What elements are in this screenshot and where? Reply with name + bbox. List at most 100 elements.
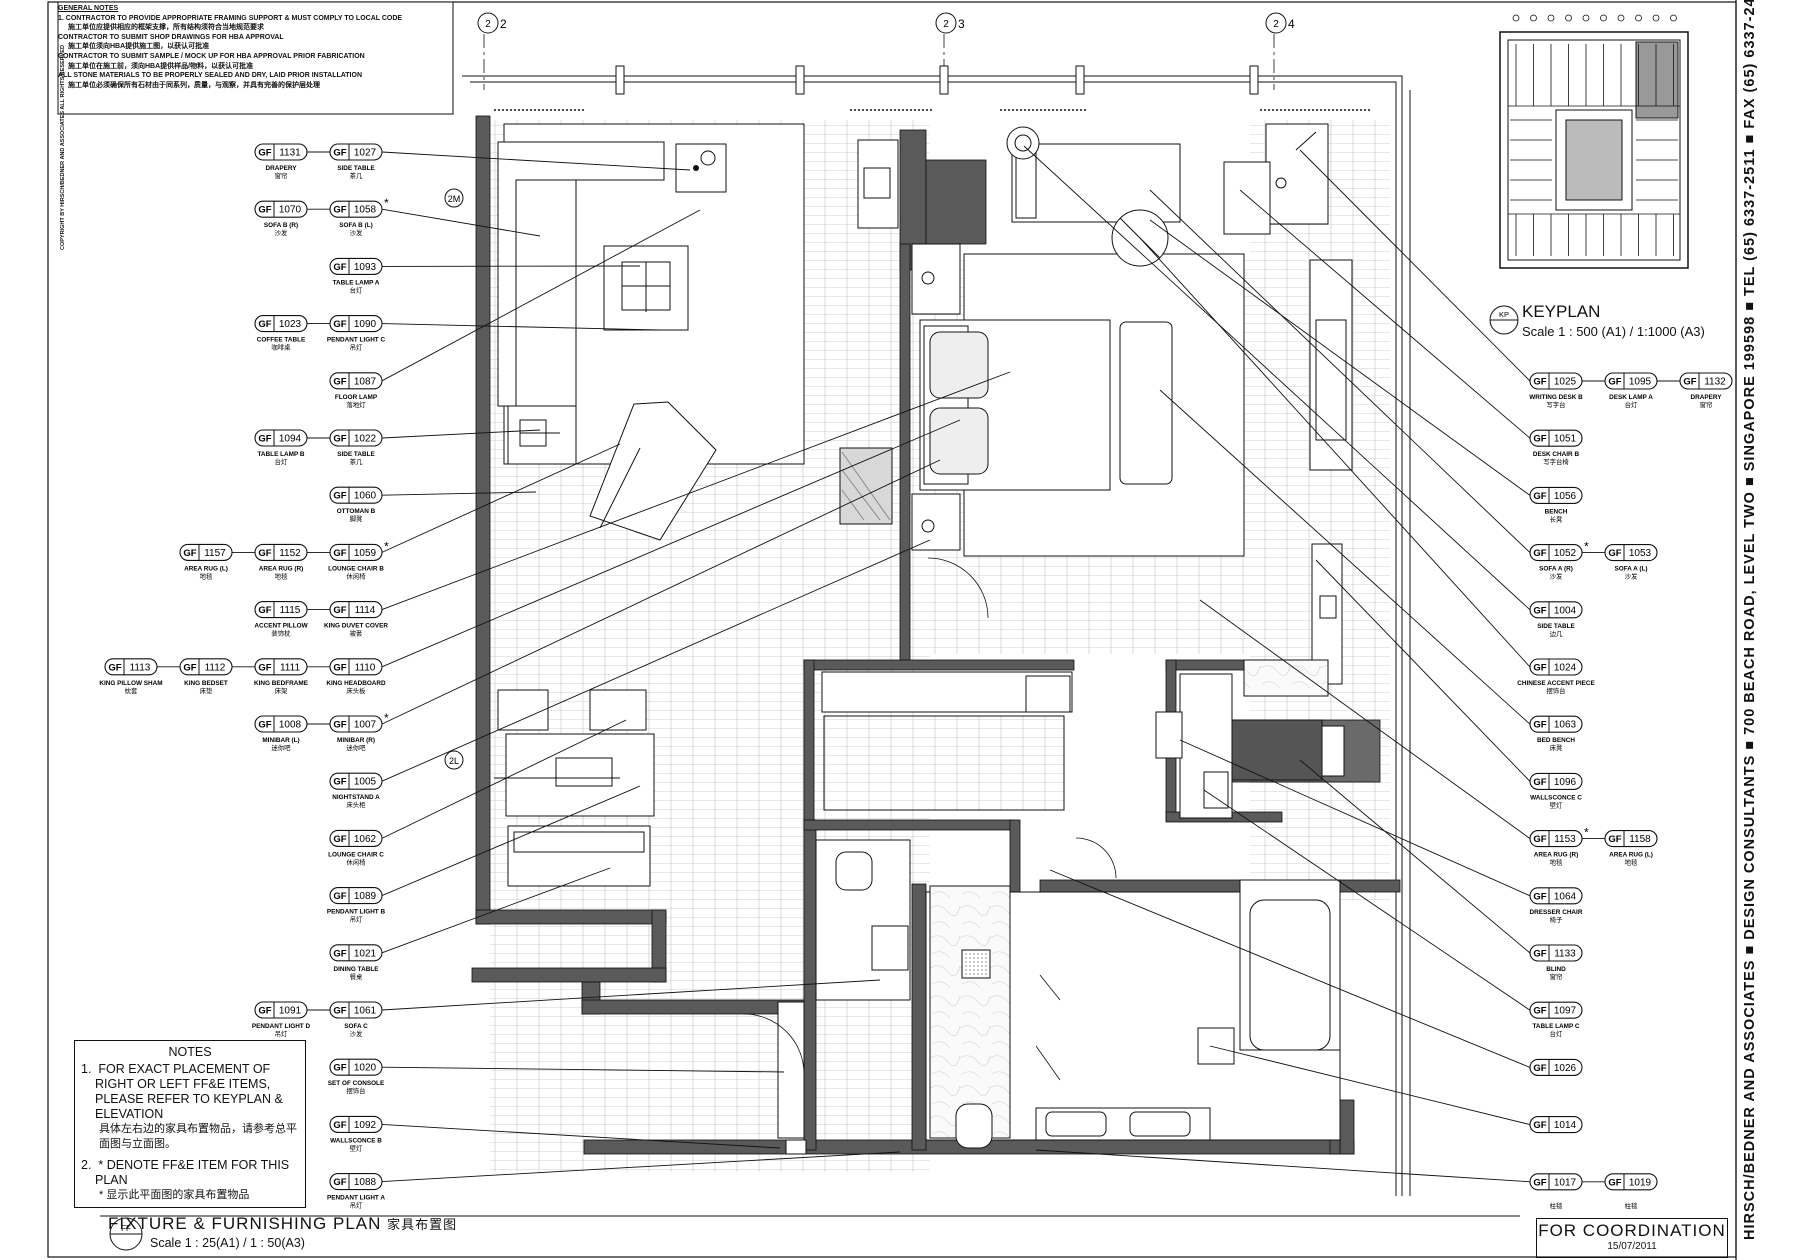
tag-gf-1051-label-zh: 写字台椅 (1543, 457, 1569, 466)
notes-title: NOTES (168, 1045, 212, 1059)
tag-gf-1027-label: SIDE TABLE (337, 165, 375, 172)
tag-gf-1004-label-zh: 边几 (1550, 630, 1563, 638)
tag-gf-1059-label-zh: 休闲椅 (346, 571, 366, 580)
desk-lamp (1275, 177, 1287, 189)
tag-gf-1024-label: CHINESE ACCENT PIECE (1517, 680, 1595, 687)
tag-gf-1005-label-zh: 床头柜 (346, 800, 366, 809)
tag-gf-1060-code: GF (333, 491, 346, 502)
tag-gf-1019-number: 1019 (1629, 1177, 1652, 1188)
tag-gf-1021-label: DINING TABLE (334, 966, 380, 973)
tag-gf-1153-label-zh: 地毯 (1550, 858, 1563, 867)
tag-gf-1153-label: AREA RUG (R) (1534, 852, 1579, 859)
grid-label-3: 3 (958, 17, 965, 31)
nightstands (911, 243, 961, 551)
tag-gf-1088-code: GF (333, 1177, 346, 1188)
guest-bath (815, 839, 993, 1149)
tag-gf-1056-label-zh: 长凳 (1550, 514, 1563, 523)
tag-gf-1112-label-zh: 床垫 (200, 686, 213, 695)
general-note-line: CONTRACTOR TO SUBMIT SHOP DRAWINGS FOR H… (58, 33, 284, 41)
tag-gf-1114-label: KING DUVET COVER (324, 623, 388, 630)
closet (821, 671, 1073, 811)
tag-gf-1056-label: BENCH (1545, 508, 1568, 515)
notes-item-1-zh: 具体左右边的家具布置物品，请参考总平面图与立面图。 (99, 1123, 297, 1150)
tag-gf-1020-number: 1020 (354, 1063, 377, 1074)
mullions (615, 65, 1259, 95)
grid-bubble-4 (1265, 12, 1287, 34)
tag-gf-1060-label-zh: 脚凳 (350, 514, 363, 523)
tag-gf-1064-label-zh: 椅子 (1550, 915, 1563, 924)
facade-outline (462, 75, 1411, 1196)
notes-item-2-text: * DENOTE FF&E ITEM FOR THIS PLAN (95, 1158, 290, 1187)
tag-gf-1110-number: 1110 (355, 662, 376, 673)
grid-bubble-3 (935, 12, 957, 34)
tag-gf-1096-number: 1096 (1554, 777, 1577, 788)
notes-item-2-zh: * 显示此平面图的家具布置物品 (99, 1189, 250, 1201)
tag-gf-1153-number: 1153 (1554, 834, 1576, 845)
grid-bubble-2 (477, 12, 499, 34)
tag-gf-1051-code: GF (1533, 434, 1546, 445)
tag-gf-1014-code: GF (1533, 1120, 1546, 1131)
tag-gf-1092-label-zh: 壁灯 (350, 1143, 363, 1152)
marble-panel (1243, 659, 1329, 697)
notes-item-1-number: 1. (81, 1062, 92, 1076)
keyplan-title: KEYPLAN (1522, 302, 1601, 321)
general-note-line: CONTRACTOR TO SUBMIT SAMPLE / MOCK UP FO… (58, 52, 365, 60)
tag-gf-1096-label: WALLSCONCE C (1530, 794, 1582, 801)
tag-gf-1027-number: 1027 (354, 148, 377, 159)
tag-gf-1058-code: GF (333, 205, 346, 216)
dresser (1155, 673, 1233, 819)
tag-gf-1022-label-zh: 茶几 (350, 457, 363, 466)
tag-gf-1113-label: KING PILLOW SHAM (99, 680, 162, 687)
tag-gf-1113-label-zh: 枕套 (125, 686, 138, 695)
general-note-line: 施工单位须向HBA提供施工图，以获认可批准 (68, 43, 210, 51)
tag-gf-1008-number: 1008 (279, 720, 302, 731)
tag-gf-1052-number: 1052 (1554, 548, 1577, 559)
keyplan-scale: Scale 1 : 500 (A1) / 1:1000 (A3) (1522, 324, 1705, 339)
ffe-star-marker: * (1584, 540, 1589, 554)
tag-gf-1158-number: 1158 (1629, 834, 1651, 845)
dining-table (494, 733, 655, 817)
tag-gf-1091-code: GF (258, 1006, 271, 1017)
tag-gf-1115-label-zh: 装饰枕 (271, 629, 291, 638)
king-bed (919, 319, 1111, 491)
tag-gf-1157-label: AREA RUG (L) (184, 565, 228, 572)
side-table-1004 (1006, 126, 1040, 160)
tag-gf-1053-label-zh: 沙发 (1625, 572, 1638, 581)
tag-gf-1064-number: 1064 (1554, 891, 1577, 902)
tag-gf-1027-code: GF (333, 148, 346, 159)
tag-gf-1114-label-zh: 被套 (350, 629, 363, 638)
tag-gf-1111-label: KING BEDFRAME (254, 680, 309, 687)
bed-bench (1119, 321, 1173, 485)
notes-item-2-number: 2. (81, 1158, 92, 1172)
tag-gf-1095-code: GF (1608, 377, 1621, 388)
room-marker-2m-label: 2M (448, 194, 461, 204)
tag-gf-1094-number: 1094 (279, 434, 302, 445)
ffe-star-marker: * (384, 539, 389, 553)
tv-console (1309, 259, 1353, 471)
tag-gf-1053-code: GF (1608, 548, 1621, 559)
general-note-line: ALL STONE MATERIALS TO BE PROPERLY SEALE… (58, 72, 363, 80)
tag-gf-1022-number: 1022 (354, 434, 377, 445)
tag-gf-1062-label: LOUNGE CHAIR C (328, 851, 384, 858)
tag-gf-1063-code: GF (1533, 720, 1546, 731)
plan-title-en: FIXTURE & FURNISHING PLAN (108, 1214, 382, 1233)
minibar-cabinet (857, 139, 899, 229)
tag-gf-1025-label: WRITING DESK B (1529, 394, 1583, 401)
notes-box: NOTES 1. FOR EXACT PLACEMENT OF RIGHT OR… (74, 1040, 306, 1208)
coordination-label: FOR COORDINATION (1538, 1221, 1726, 1240)
tag-gf-1056-number: 1056 (1554, 491, 1577, 502)
room-marker-2m (444, 188, 464, 208)
